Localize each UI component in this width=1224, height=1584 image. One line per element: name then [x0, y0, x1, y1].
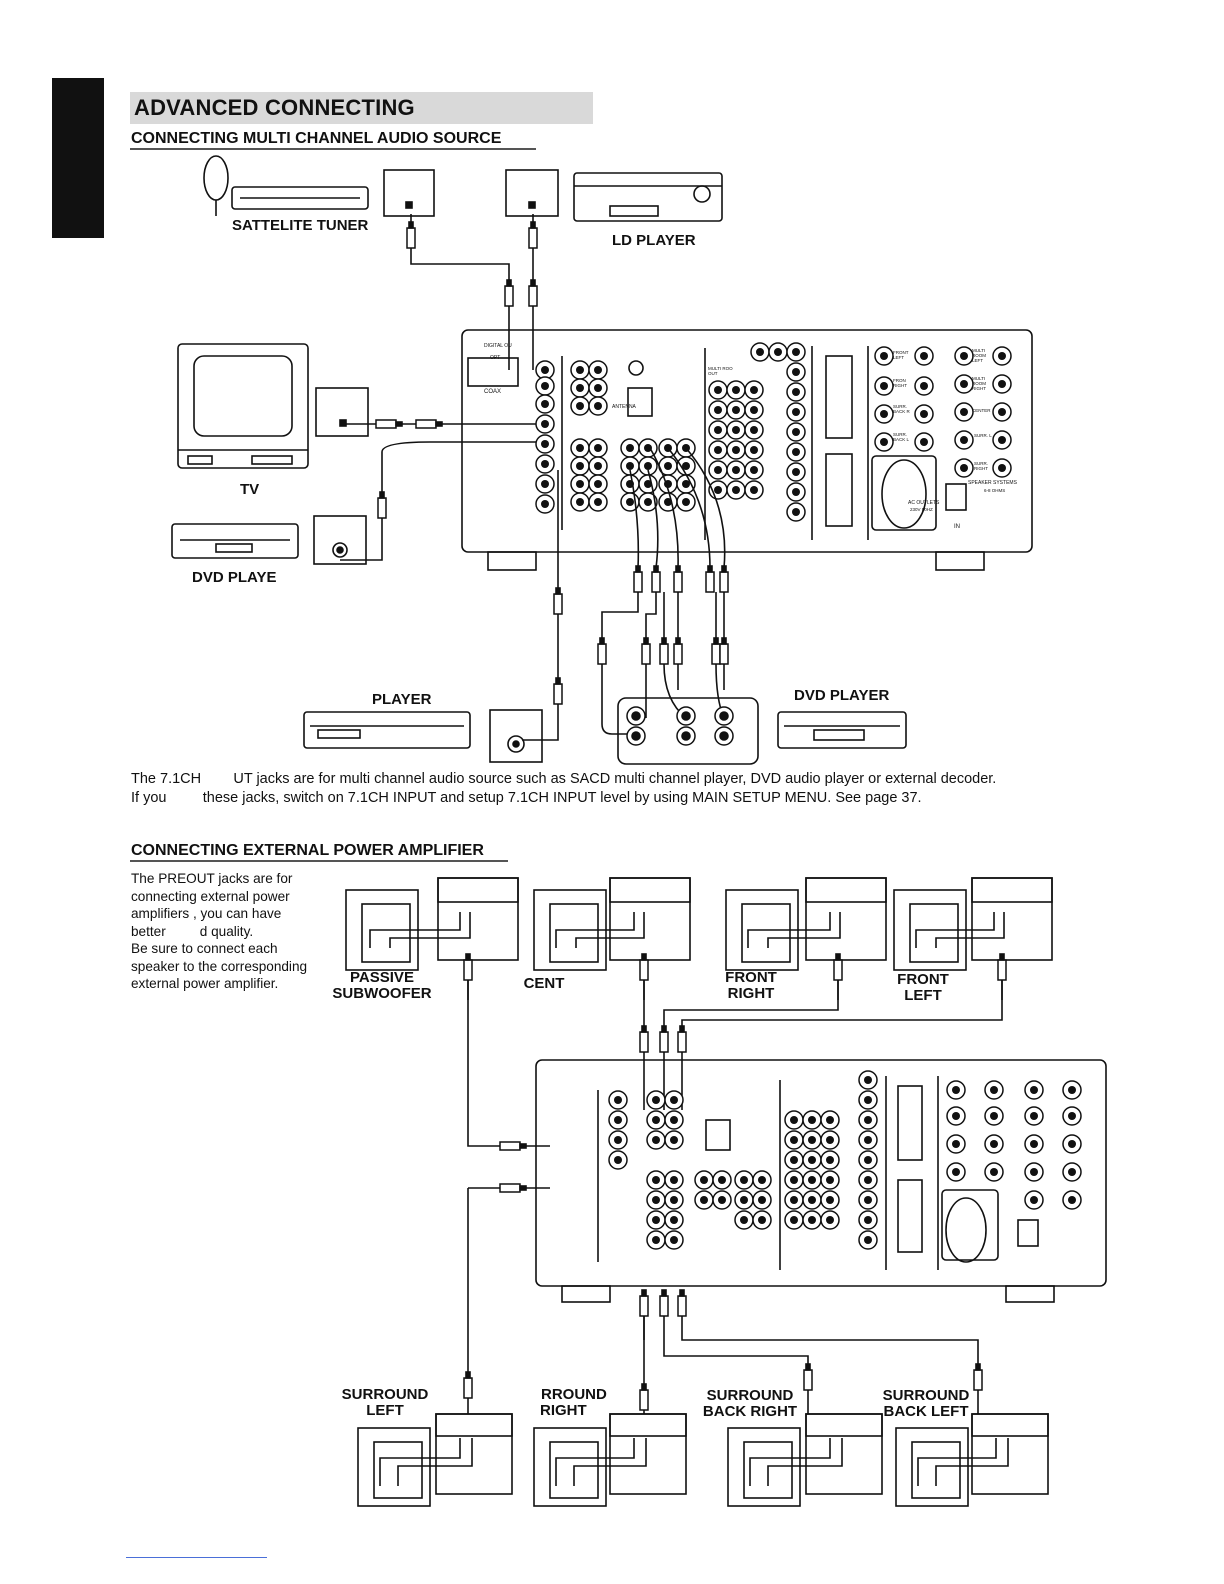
antenna-label: ANTENNA: [612, 404, 636, 410]
surround-left-label: SURROUND LEFT: [336, 1387, 434, 1419]
digital-out-label: DIGITAL OU: [484, 343, 512, 349]
dvd-player-left-label: DVD PLAYE: [192, 569, 277, 586]
dvd-player-right-label: DVD PLAYER: [794, 687, 890, 704]
side-text-line: external power amplifier.: [131, 976, 279, 991]
amp-speaker-front-right: [725, 877, 887, 1000]
ld-callout-box: [505, 169, 559, 217]
section1-underline: [130, 148, 536, 150]
coax-label: COAX: [484, 389, 502, 395]
center-speaker-label: CENT: [514, 976, 574, 992]
speaker-label-line: RIGHT: [727, 985, 775, 1002]
section2-side-text: The PREOUT jacks are for connecting exte…: [131, 870, 321, 993]
tv-callout-box: [315, 387, 369, 437]
speaker-label-line: RIGHT: [540, 1402, 587, 1419]
page-title: ADVANCED CONNECTING: [134, 95, 415, 120]
speaker-label-line: CENT: [523, 975, 565, 992]
section1-paragraph-line1: The 7.1CH UT jacks are for multi channel…: [131, 771, 997, 787]
av-receiver-rear-panel-2: [535, 1059, 1107, 1287]
surr-l-label: SURR. L: [974, 433, 992, 438]
multi-room-right-label: MULTI ROOM RIGHT: [972, 376, 986, 391]
section2-underline: [130, 860, 508, 862]
section1-heading: CONNECTING MULTI CHANNEL AUDIO SOURCE: [131, 130, 502, 147]
surr-back-l-label: SURR. BACK L: [893, 432, 910, 442]
satellite-tuner-icon: [231, 186, 369, 210]
amp-speaker-surround-right: [533, 1410, 687, 1507]
ac-spec-label: 230V 50HZ: [910, 507, 933, 512]
in-label: IN: [954, 524, 960, 530]
dvd-player-left-icon: [171, 523, 299, 559]
amp-speaker-surround-left: [357, 1398, 513, 1507]
dvd-player-right-icon: [777, 711, 907, 749]
speaker-label-line: FRONT: [725, 969, 777, 986]
dvd-7.1-callout-box: [617, 697, 759, 765]
side-tab-marker: [52, 78, 104, 238]
surr-r-label: SURR. RIGHT: [974, 461, 989, 471]
side-text-line: speaker to the corresponding: [131, 958, 308, 974]
front-right-label: FRON RIGHT: [893, 378, 907, 388]
multi-room-out-label: MULTI ROO OUT: [708, 366, 733, 376]
av-receiver-rear-panel: [461, 329, 1033, 553]
surr-back-r-label: SURR. BACK R: [893, 404, 910, 414]
footer-link-underline: [126, 1557, 267, 1558]
satellite-dish-icon: [203, 155, 229, 201]
section1-paragraph-line2: If you these jacks, switch on 7.1CH INPU…: [131, 790, 922, 806]
front-left-label: FRONT LEFT: [893, 350, 909, 360]
speaker-systems-label: SPEAKER SYSTEMS: [968, 480, 1017, 486]
speaker-label-line: SURROUND: [341, 1386, 429, 1403]
tuner-callout-box: [383, 169, 435, 217]
speaker-label-line: LEFT: [366, 1402, 404, 1419]
ld-player-label: LD PLAYER: [612, 232, 696, 249]
surround-back-left-label: SURROUND BACK LEFT: [876, 1388, 976, 1420]
speaker-label-line: LEFT: [904, 987, 942, 1004]
satellite-tuner-label: SATTELITE TUNER: [232, 217, 369, 234]
speaker-label-line: SURROUND: [706, 1387, 794, 1404]
speaker-label-line: BACK RIGHT: [702, 1403, 798, 1420]
amp-speaker-passive-subwoofer: [345, 877, 519, 1000]
speaker-label-line: SUBWOOFER: [332, 985, 432, 1002]
side-text-line: The PREOUT jacks are for: [131, 871, 293, 886]
speaker-label-line: BACK LEFT: [883, 1403, 969, 1420]
amp-speaker-surround-back-right: [727, 1390, 883, 1507]
section2-heading: CONNECTING EXTERNAL POWER AMPLIFIER: [131, 842, 484, 859]
speaker-label-line: SURROUND: [882, 1387, 970, 1404]
ac-outlets-label: AC OUTLETS: [908, 500, 940, 506]
side-text-line: amplifiers , you can have: [131, 906, 282, 921]
tv-icon: [177, 343, 309, 469]
front-right-speaker-label: FRONT RIGHT: [716, 970, 786, 1002]
opt-label: OPT: [490, 355, 501, 361]
front-left-speaker-label: FRONT LEFT: [888, 972, 958, 1004]
multi-room-left-label: MULTI ROOM LEFT: [972, 348, 986, 363]
side-text-line: Be sure to connect each: [131, 941, 278, 956]
speaker-label-line: FRONT: [897, 971, 949, 988]
surround-right-label: RROUND RIGHT: [536, 1387, 612, 1419]
side-text-line: connecting external power: [131, 888, 290, 904]
surround-back-right-label: SURROUND BACK RIGHT: [698, 1388, 802, 1420]
amp-speaker-center: [533, 877, 691, 1000]
passive-subwoofer-label: PASSIVE SUBWOOFER: [332, 970, 432, 1002]
speaker-label-line: RROUND: [541, 1386, 607, 1403]
speaker-label-line: PASSIVE: [350, 969, 414, 986]
title-band: [130, 92, 593, 124]
ld-player-icon: [573, 172, 723, 222]
tv-label: TV: [240, 481, 260, 498]
center-label: CENTER: [972, 408, 991, 413]
player-icon: [303, 711, 471, 749]
dvd-left-callout-box: [313, 515, 367, 565]
side-text-line: better d quality.: [131, 923, 254, 939]
amp-speaker-surround-back-left: [895, 1390, 1049, 1507]
player-callout-box: [489, 709, 543, 763]
ohms-label: 6-8 OHMS: [984, 488, 1006, 493]
player-label: PLAYER: [372, 691, 432, 708]
